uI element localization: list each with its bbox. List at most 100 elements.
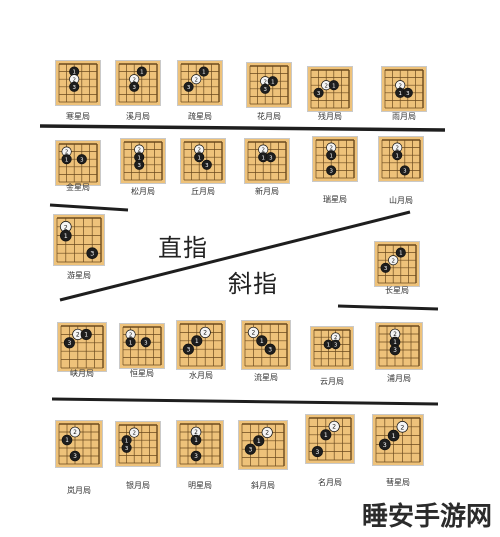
board-surface	[375, 322, 423, 370]
board-surface	[378, 136, 424, 182]
move-number: 3	[393, 348, 397, 354]
board-surface	[374, 241, 420, 287]
black-stone	[191, 335, 203, 347]
black-stone	[198, 66, 209, 77]
black-stone	[121, 442, 132, 453]
move-number: 1	[257, 438, 261, 445]
move-number: 3	[132, 85, 135, 91]
board-diagram: 123	[115, 60, 161, 106]
board-diagram: 123	[177, 60, 223, 106]
move-number: 2	[72, 77, 75, 83]
black-stone	[402, 87, 413, 98]
white-stone	[199, 326, 211, 338]
opening-name: 瑞星局	[323, 195, 347, 204]
opening-name: 雨月局	[392, 112, 416, 121]
move-number: 1	[65, 157, 68, 163]
move-number: 1	[260, 338, 264, 345]
board-surface	[246, 62, 292, 108]
move-number: 2	[132, 77, 135, 83]
black-stone	[265, 152, 276, 163]
black-stone	[399, 165, 410, 176]
black-stone	[76, 154, 87, 165]
opening-name: 彗星局	[386, 478, 410, 487]
move-number: 3	[268, 347, 272, 354]
opening-name: 明星局	[188, 481, 212, 490]
move-number: 1	[271, 79, 274, 85]
board-surface	[241, 320, 291, 370]
board-surface	[57, 322, 107, 372]
opening-name: 水月局	[189, 371, 213, 380]
black-stone	[190, 450, 202, 462]
move-number: 3	[384, 266, 387, 272]
move-number: 2	[398, 83, 401, 89]
black-stone	[311, 446, 323, 458]
opening-name: 银月局	[126, 481, 150, 490]
opening-name: 残月局	[318, 112, 342, 121]
white-stone	[247, 326, 259, 338]
move-number: 3	[383, 442, 387, 449]
black-stone	[328, 80, 339, 91]
opening-name: 金星局	[66, 183, 90, 192]
opening-name: 新月局	[255, 187, 279, 196]
opening-name: 恒星局	[130, 369, 154, 378]
board-surface	[55, 420, 103, 468]
black-stone	[392, 150, 403, 161]
black-stone	[61, 434, 73, 446]
move-number: 2	[76, 332, 80, 339]
board-surface	[55, 60, 101, 106]
move-number: 1	[202, 70, 205, 76]
white-stone	[261, 426, 273, 438]
board-surface	[307, 66, 353, 112]
opening-name: 斜月局	[251, 481, 275, 490]
black-stone	[264, 343, 276, 355]
move-number: 1	[393, 340, 397, 346]
board-diagram: 213	[55, 420, 103, 468]
board-diagram: 213	[375, 322, 423, 370]
board-surface	[115, 60, 161, 106]
move-number: 3	[263, 87, 266, 93]
move-number: 3	[186, 347, 190, 354]
board-surface	[381, 66, 427, 112]
board-surface	[53, 214, 105, 266]
move-number: 3	[403, 169, 406, 175]
black-stone	[125, 337, 136, 348]
board-surface	[305, 414, 355, 464]
rule-left-short	[49, 203, 129, 212]
move-number: 3	[67, 340, 71, 347]
board-surface	[177, 60, 223, 106]
opening-name: 浦月局	[387, 374, 411, 383]
black-stone	[136, 66, 147, 77]
opening-name: 山月局	[389, 196, 413, 205]
white-stone	[69, 426, 81, 438]
move-number: 2	[65, 150, 68, 156]
board-surface	[312, 136, 358, 182]
move-number: 1	[324, 432, 328, 439]
move-number: 2	[129, 333, 132, 339]
black-stone	[244, 443, 256, 455]
white-stone	[396, 420, 409, 433]
move-number: 3	[329, 169, 332, 175]
move-number: 3	[73, 454, 77, 460]
board-diagram: 213	[305, 414, 355, 464]
board-surface	[372, 414, 424, 466]
move-number: 3	[194, 454, 198, 460]
move-number: 3	[80, 157, 83, 163]
black-stone	[253, 435, 265, 447]
move-number: 2	[203, 330, 207, 337]
black-stone	[326, 165, 337, 176]
black-stone	[140, 337, 151, 348]
move-number: 3	[125, 446, 128, 452]
move-number: 3	[269, 155, 272, 161]
opening-name: 名月局	[318, 478, 342, 487]
